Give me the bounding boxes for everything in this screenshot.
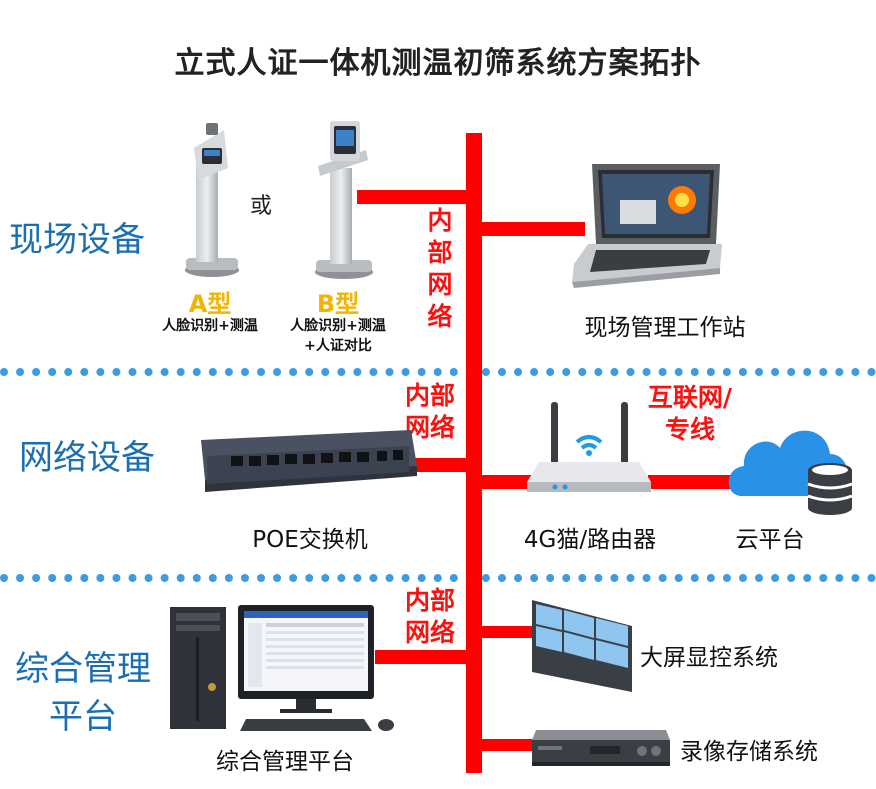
management-pc-label: 综合管理平台 — [216, 749, 354, 775]
nvr-icon — [530, 726, 672, 768]
management-pc-icon — [168, 605, 398, 735]
section-label-line2: 平台 — [49, 697, 117, 737]
terminal-a-features: 人脸识别+测温 — [162, 318, 258, 334]
link-router — [475, 475, 535, 489]
terminal-b-model: B型 — [316, 290, 360, 318]
or-text: 或 — [250, 194, 273, 219]
cloud-icon — [722, 414, 862, 522]
section-label-line1: 综合管理 — [15, 649, 151, 689]
router-icon — [525, 398, 653, 498]
section-label-management-platform: 综合管理 平台 — [8, 645, 158, 741]
divider-bottom — [0, 574, 876, 582]
link-workstation — [475, 222, 585, 236]
section-label-field-devices: 现场设备 — [9, 220, 145, 260]
terminal-b-image — [308, 116, 378, 282]
internal-network-label-vertical: 内 部 网 络 — [427, 206, 453, 331]
link-video-wall — [475, 626, 537, 638]
link-cloud — [648, 475, 738, 489]
link-poe-switch — [408, 458, 474, 472]
terminal-a-model: A型 — [188, 290, 232, 318]
poe-switch-label: POE交换机 — [252, 527, 368, 553]
page-title: 立式人证一体机测温初筛系统方案拓扑 — [174, 46, 702, 81]
section-label-network-devices: 网络设备 — [19, 438, 155, 478]
workstation-label: 现场管理工作站 — [584, 315, 746, 341]
link-management-pc — [375, 650, 473, 664]
link-terminal-b — [357, 190, 472, 204]
cloud-label: 云平台 — [735, 527, 805, 553]
divider-top — [0, 368, 876, 376]
laptop-icon — [570, 160, 725, 290]
router-label: 4G猫/路由器 — [523, 527, 657, 553]
internet-label: 互联网/ 专线 — [647, 383, 733, 444]
link-nvr — [475, 739, 533, 751]
nvr-label: 录像存储系统 — [680, 739, 818, 765]
network-backbone — [466, 133, 482, 773]
terminal-a-image — [180, 118, 244, 280]
terminal-b-features: 人脸识别+测温 +人证对比 — [290, 318, 386, 354]
video-wall-icon — [528, 596, 636, 696]
poe-switch-icon — [195, 426, 420, 496]
internal-network-label-network: 内部 网络 — [404, 381, 455, 442]
internal-network-label-platform: 内部 网络 — [404, 586, 455, 647]
video-wall-label: 大屏显控系统 — [640, 645, 778, 671]
